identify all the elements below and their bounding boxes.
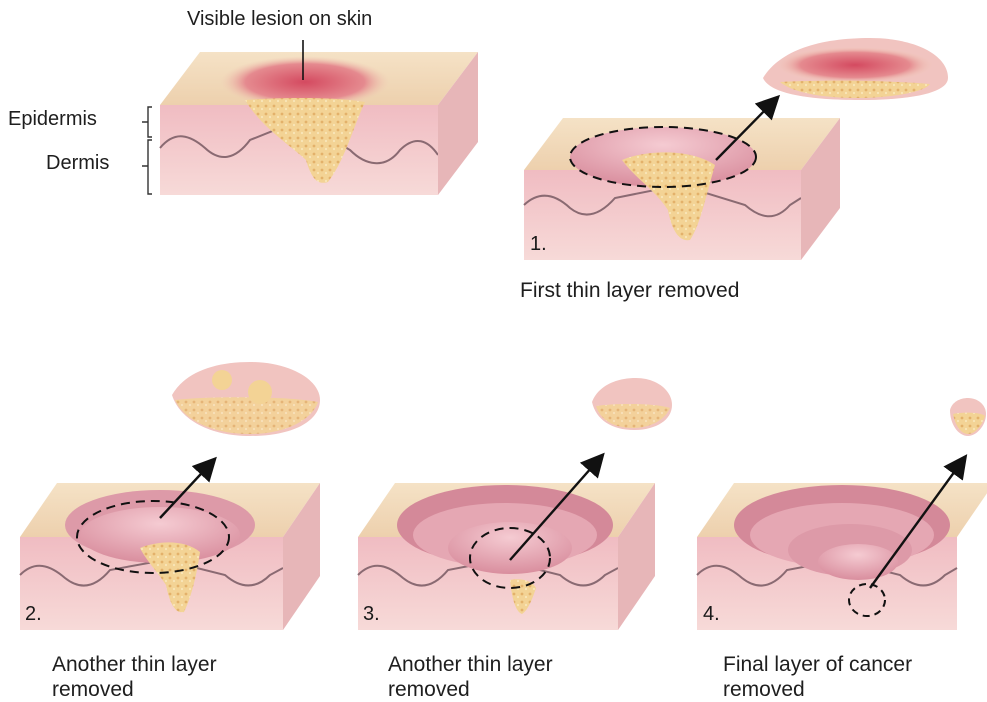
step-2-caption-line-2: removed	[52, 677, 217, 702]
step-2-caption: Another thin layer removed	[52, 652, 217, 702]
step-4-caption-line-1: Final layer of cancer	[723, 652, 912, 677]
step-4-caption: Final layer of cancer removed	[723, 652, 912, 702]
dermis-label: Dermis	[46, 152, 109, 175]
step-1-caption: First thin layer removed	[520, 278, 739, 303]
step-4-number: 4.	[703, 603, 720, 626]
removed-layer-3	[592, 378, 672, 430]
step-3-number: 3.	[363, 603, 380, 626]
skin-block-step-1	[524, 100, 840, 260]
epidermis-bracket	[142, 107, 152, 137]
step-1-number: 1.	[530, 233, 547, 256]
step-1-caption-line-1: First thin layer removed	[520, 278, 739, 303]
removed-layer-2	[172, 362, 320, 436]
epidermis-label: Epidermis	[8, 108, 97, 131]
skin-block-step-3	[358, 458, 655, 630]
skin-block-step-2	[20, 462, 320, 630]
dermis-bracket	[142, 140, 152, 194]
removed-layer-1	[763, 38, 948, 100]
step-3-caption-line-2: removed	[388, 677, 553, 702]
step-2-caption-line-1: Another thin layer	[52, 652, 217, 677]
lesion-label: Visible lesion on skin	[187, 8, 372, 31]
skin-block-step-4	[697, 460, 987, 630]
removed-layer-4	[950, 398, 986, 436]
step-2-number: 2.	[25, 603, 42, 626]
skin-block-initial	[160, 52, 478, 195]
step-3-caption-line-1: Another thin layer	[388, 652, 553, 677]
step-4-caption-line-2: removed	[723, 677, 912, 702]
step-3-caption: Another thin layer removed	[388, 652, 553, 702]
